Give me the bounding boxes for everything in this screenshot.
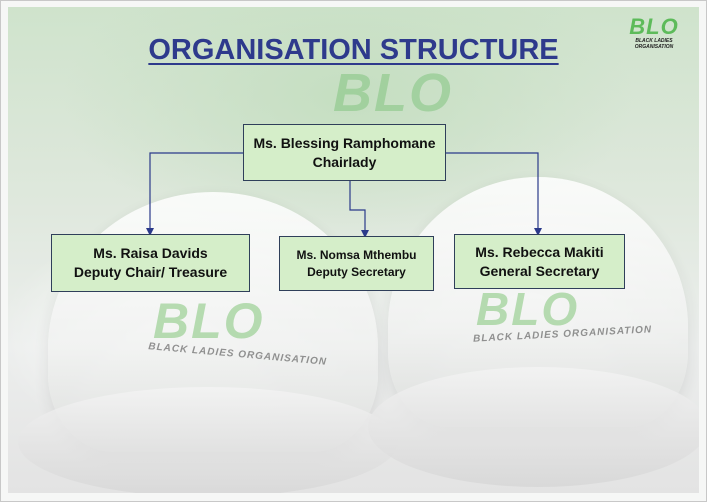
node-deputy-chair-name: Ms. Raisa Davids bbox=[93, 245, 208, 261]
node-general-secretary-name: Ms. Rebecca Makiti bbox=[475, 243, 604, 260]
node-deputy-secretary-role: Deputy Secretary bbox=[307, 264, 406, 279]
connector-to-general-secretary bbox=[446, 152, 542, 236]
cap-right-brim bbox=[368, 367, 699, 487]
node-chairlady: Ms. Blessing Ramphomane Chairlady bbox=[243, 124, 446, 181]
slide-background: BLO BLO BLO BLACK LADIES ORGANISATION BL… bbox=[8, 7, 699, 493]
logo-subtitle-line2: ORGANISATION bbox=[634, 44, 674, 50]
node-deputy-secretary: Ms. Nomsa Mthembu Deputy Secretary bbox=[279, 236, 434, 291]
watermark-logo-cap-left: BLO bbox=[153, 293, 265, 349]
node-deputy-secretary-name: Ms. Nomsa Mthembu bbox=[296, 247, 417, 262]
watermark-logo-shirt: BLO bbox=[333, 63, 453, 123]
logo-subtitle-line1: BLACK LADIES bbox=[635, 38, 673, 44]
node-chairlady-name: Ms. Blessing Ramphomane bbox=[253, 134, 436, 151]
connector-to-deputy bbox=[146, 152, 243, 236]
page-title: ORGANISATION STRUCTURE bbox=[148, 34, 559, 66]
logo-mark: BLO bbox=[629, 14, 679, 39]
connector-to-deputy-secretary bbox=[349, 181, 369, 238]
node-general-secretary-role: General Secretary bbox=[479, 262, 600, 279]
brand-logo: BLO BLACK LADIES ORGANISATION bbox=[616, 16, 692, 58]
node-deputy-chair-role: Deputy Chair/ Treasure bbox=[73, 264, 228, 280]
node-deputy-chair: Ms. Raisa Davids Deputy Chair/ Treasure bbox=[51, 234, 250, 292]
cap-left-brim bbox=[18, 387, 398, 493]
watermark-logo-cap-right: BLO bbox=[476, 283, 580, 335]
node-chairlady-role: Chairlady bbox=[312, 153, 377, 170]
node-general-secretary: Ms. Rebecca Makiti General Secretary bbox=[454, 234, 625, 289]
